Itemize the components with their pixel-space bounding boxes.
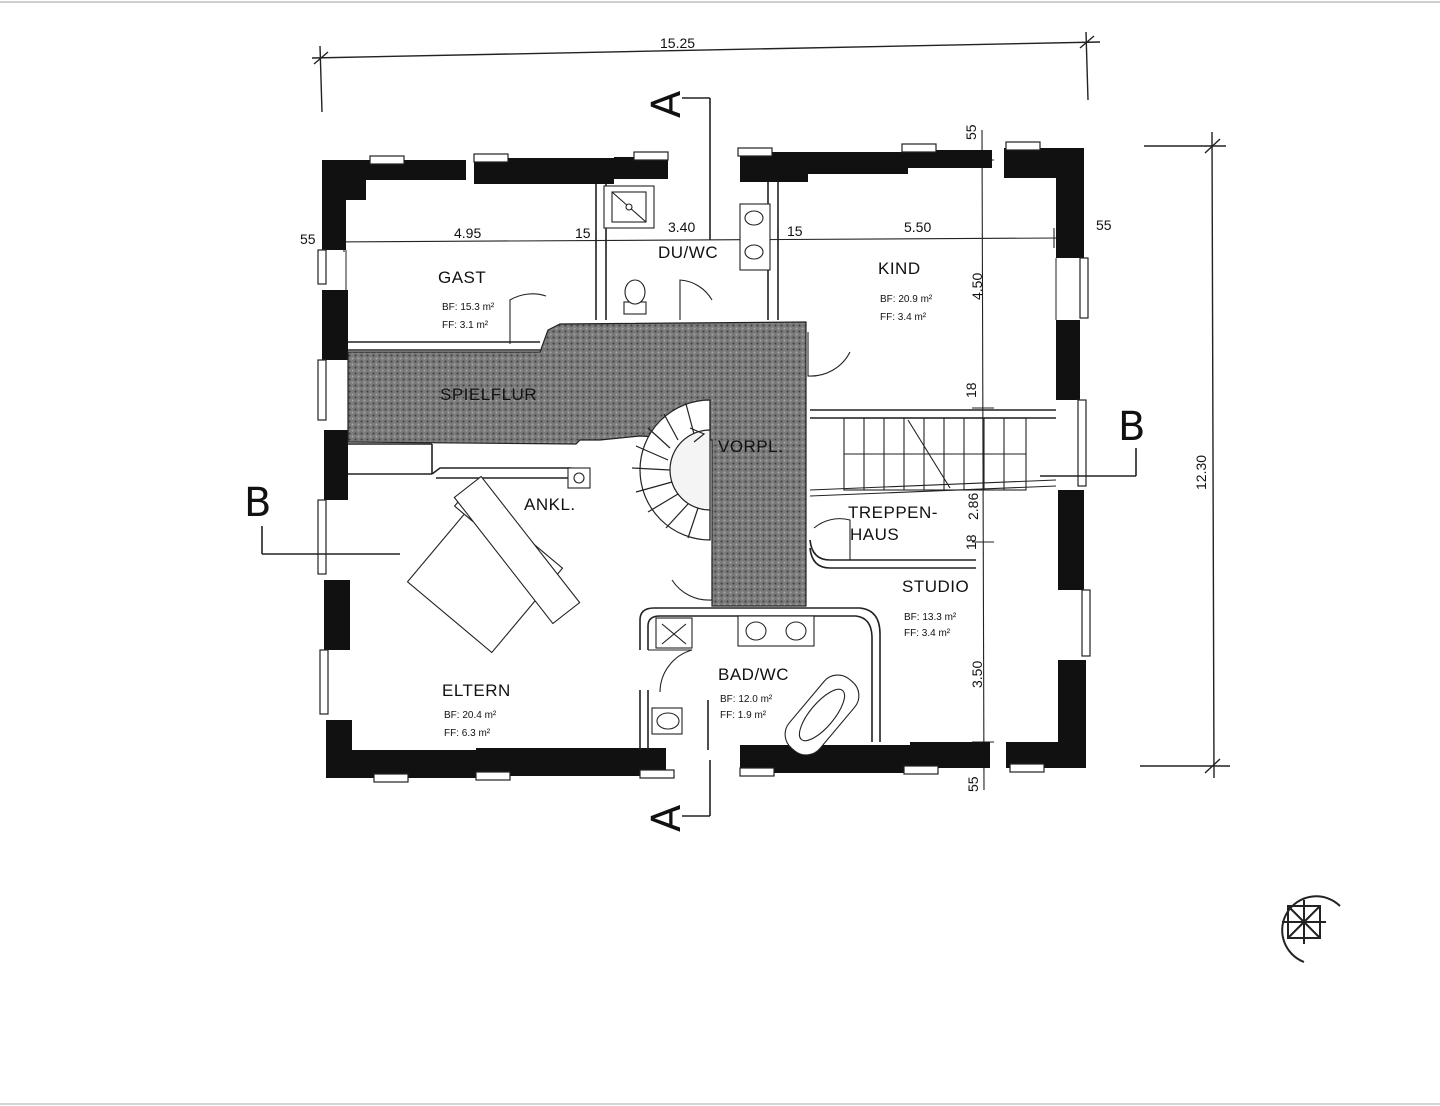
room-name-bad-wc: BAD/WC [718,665,789,684]
room-name-treppenhaus-2: HAUS [850,525,899,544]
windows [317,141,1091,783]
room-ff-kind: FF: 3.4 m² [880,312,927,323]
dim-du-wc-width: 3.40 [668,219,695,235]
north-arrow-icon [1281,895,1341,963]
dim-partition-1: 15 [575,225,591,241]
spiral-stair [631,399,711,541]
room-studio: STUDIO BF: 13.3 m² FF: 3.4 m² [902,577,969,639]
room-name-studio: STUDIO [902,577,969,596]
doors [509,279,851,693]
room-name-du-wc: DU/WC [658,243,718,262]
exterior-walls [322,148,1086,778]
circulation-area [347,321,807,607]
room-ff-studio: FF: 3.4 m² [904,628,951,639]
dim-kind-depth: 4.50 [969,273,985,300]
dim-partition-2: 15 [787,223,803,239]
dim-gast-width: 4.95 [454,225,481,241]
dim-partition-3: 18 [963,382,979,398]
room-bf-kind: BF: 20.9 m² [880,294,933,305]
right-dimension-line [1140,131,1230,779]
room-name-ankleide: ANKL. [524,495,576,514]
room-kind: KIND BF: 20.9 m² FF: 3.4 m² [878,259,933,323]
room-ff-eltern: FF: 6.3 m² [444,728,491,739]
room-bf-eltern: BF: 20.4 m² [444,710,497,721]
room-eltern: ELTERN BF: 20.4 m² FF: 6.3 m² [442,681,511,739]
top-dimension-line [311,31,1101,113]
room-name-eltern: ELTERN [442,681,511,700]
section-marker-b-right [1040,448,1137,477]
interior-partitions [348,182,1056,750]
straight-stair [809,417,1057,497]
dim-partition-4: 18 [963,534,979,550]
room-name-kind: KIND [878,259,921,278]
room-treppenhaus: TREPPEN- HAUS [848,503,938,544]
section-marker-a-bottom [682,760,711,817]
room-bad-wc: BAD/WC BF: 12.0 m² FF: 1.9 m² [718,665,789,721]
inner-height-chain [972,129,994,791]
room-name-spielflur: SPIELFLUR [440,385,537,404]
section-label-b-left: B [244,480,271,526]
fixtures [406,185,860,756]
room-gast: GAST BF: 15.3 m² FF: 3.1 m² [438,268,495,331]
section-marker-b-left [261,526,400,555]
room-ff-gast: FF: 3.1 m² [442,320,489,331]
section-marker-a-top [682,97,711,240]
dim-wall-bottom: 55 [965,776,981,792]
room-name-vorplatz: VORPL. [718,437,783,456]
room-name-treppenhaus-1: TREPPEN- [848,503,938,522]
room-bf-bad-wc: BF: 12.0 m² [720,694,773,705]
dim-kind-width: 5.50 [904,219,931,235]
room-name-gast: GAST [438,268,486,287]
dim-wall-right: 55 [1096,217,1112,233]
section-label-a-bottom: A [644,804,690,832]
room-ff-bad-wc: FF: 1.9 m² [720,710,767,721]
dim-total-width: 15.25 [660,35,695,51]
dim-total-height: 12.30 [1193,455,1209,490]
section-label-a-top: A [644,90,690,118]
room-bf-gast: BF: 15.3 m² [442,302,495,313]
room-bf-studio: BF: 13.3 m² [904,612,957,623]
dim-studio-depth: 3.50 [969,661,985,688]
dim-wall-top: 55 [963,124,979,140]
dim-treppenhaus-depth: 2.86 [965,493,981,520]
dim-wall-left: 55 [300,231,316,247]
section-label-b-right: B [1118,404,1145,450]
